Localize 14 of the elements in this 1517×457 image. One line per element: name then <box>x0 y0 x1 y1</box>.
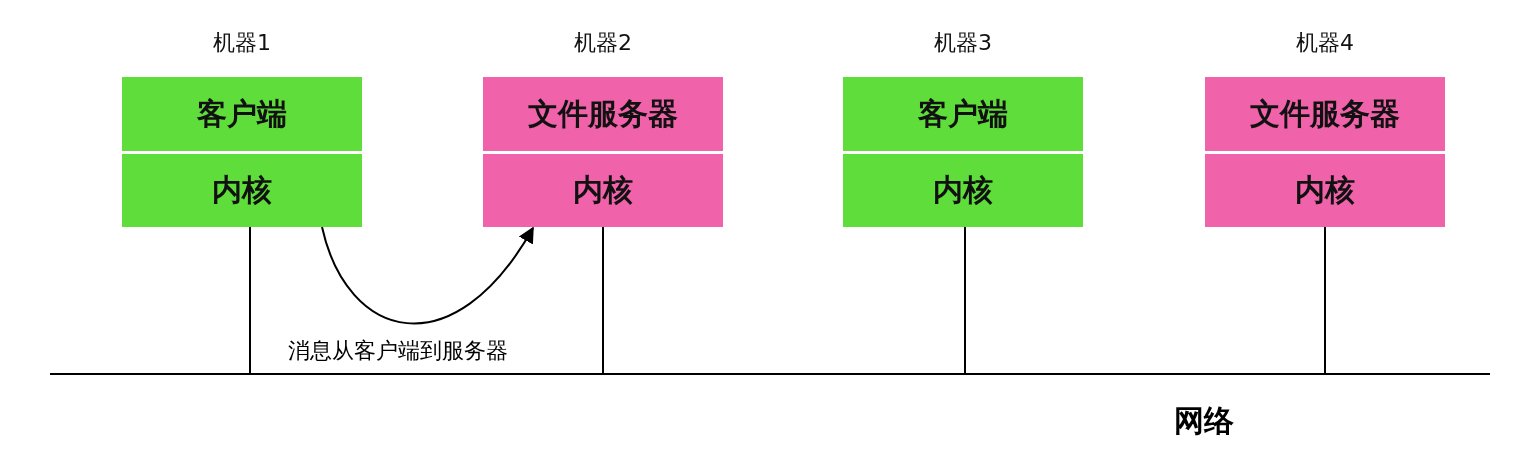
curved-arrow <box>321 226 534 325</box>
machine-label: 机器4 <box>1296 29 1354 57</box>
component-box: 客户端 <box>843 77 1083 151</box>
machine-label: 机器1 <box>213 29 271 57</box>
component-box: 文件服务器 <box>483 77 723 151</box>
kernel-box: 内核 <box>1205 152 1445 227</box>
machine-label: 机器2 <box>574 29 632 57</box>
component-box: 文件服务器 <box>1205 77 1445 151</box>
machine-label: 机器3 <box>934 29 992 57</box>
component-box: 客户端 <box>122 77 362 151</box>
network-label: 网络 <box>1174 402 1234 440</box>
kernel-box: 内核 <box>483 152 723 227</box>
kernel-box: 内核 <box>843 152 1083 227</box>
kernel-box: 内核 <box>122 152 362 227</box>
